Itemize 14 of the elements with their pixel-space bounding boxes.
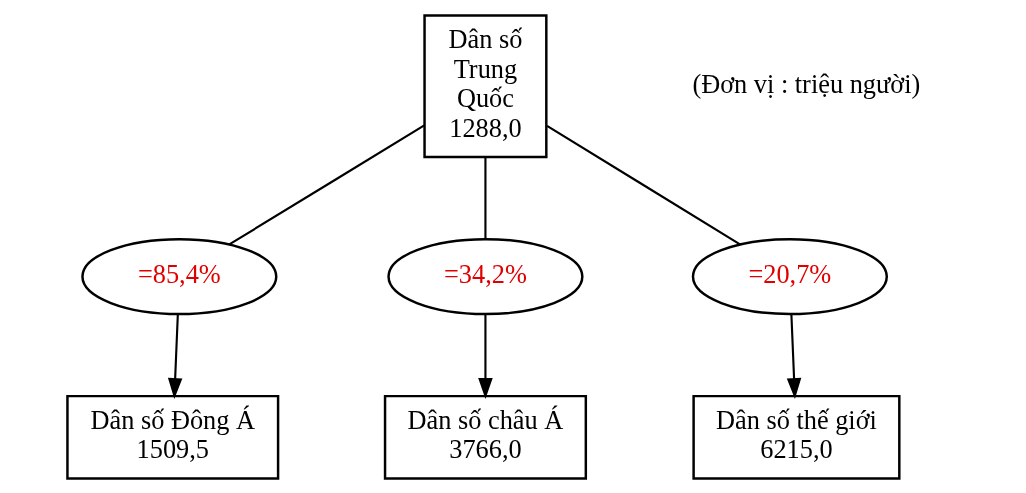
node-ellipse: =34,2%: [387, 237, 584, 315]
arrow: [167, 313, 183, 399]
arrow: [478, 313, 493, 399]
node-ellipse: =85,4%: [81, 237, 278, 315]
connector: [228, 123, 425, 245]
node-box: Dân số Trung Quốc 1288,0: [423, 13, 548, 158]
label: (Đơn vị : triệu người): [692, 69, 921, 99]
node-box: Dân số châu Á 3766,0: [383, 394, 588, 480]
connector: [546, 124, 741, 245]
connector: [484, 157, 487, 239]
node-ellipse: =20,7%: [691, 237, 888, 315]
arrow: [786, 313, 802, 399]
node-box: Dân số Đông Á 1509,5: [66, 394, 280, 480]
node-box: Dân số thế giới 6215,0: [692, 394, 901, 480]
